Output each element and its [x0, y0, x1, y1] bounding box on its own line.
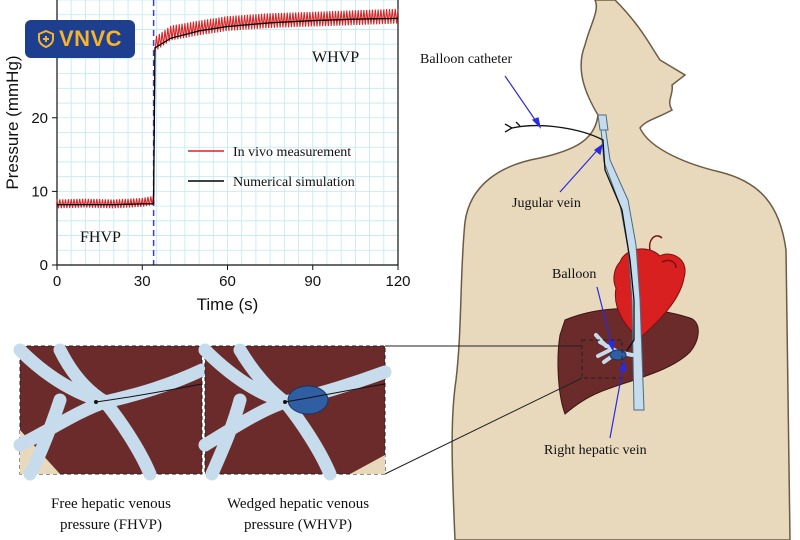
label-balloon-catheter: Balloon catheter	[420, 52, 513, 67]
caption-whvp-line1: Wedged hepatic venous	[226, 496, 370, 512]
label-right-hepatic-vein: Right hepatic vein	[544, 443, 647, 458]
y-axis-label: Pressure (mmHg)	[3, 55, 22, 189]
x-tick-label: 30	[134, 273, 151, 290]
inset-fhvp-panel	[13, 343, 209, 481]
balloon-catheter-line	[511, 125, 635, 357]
vnvc-logo: VNVC	[25, 20, 135, 58]
liver-zoom-box	[581, 339, 623, 379]
annotation-fhvp: FHVP	[80, 229, 121, 246]
label-jugular-vein: Jugular vein	[512, 196, 581, 211]
logo-text: VNVC	[58, 26, 123, 51]
balloon-inflated	[609, 349, 627, 361]
label-balloon: Balloon	[552, 267, 597, 282]
annotation-whvp: WHVP	[312, 49, 359, 66]
y-tick-label: 10	[31, 183, 48, 200]
x-axis-label: Time (s)	[197, 295, 259, 314]
caption-fhvp: Free hepatic venous pressure (FHVP)	[18, 494, 204, 536]
x-tick-label: 0	[53, 273, 61, 290]
x-tick-label: 60	[219, 273, 236, 290]
y-tick-label: 0	[40, 257, 48, 274]
x-tick-label: 120	[385, 273, 410, 290]
shield-icon	[37, 30, 54, 48]
caption-fhvp-line2: pressure (FHVP)	[59, 517, 163, 533]
series-line-simulation	[57, 17, 398, 206]
caption-whvp: Wedged hepatic venous pressure (WHVP)	[200, 494, 396, 536]
series-line-in-vivo	[56, 8, 399, 209]
legend-label: Numerical simulation	[233, 175, 355, 190]
inset-whvp-panel	[198, 343, 392, 481]
x-tick-label: 90	[304, 273, 321, 290]
caption-whvp-line2: pressure (WHVP)	[244, 517, 352, 533]
annotation-arrows	[504, 75, 627, 439]
legend-label: In vivo measurement	[233, 145, 351, 160]
y-tick-label: 20	[31, 110, 48, 127]
caption-fhvp-line1: Free hepatic venous	[51, 496, 171, 512]
